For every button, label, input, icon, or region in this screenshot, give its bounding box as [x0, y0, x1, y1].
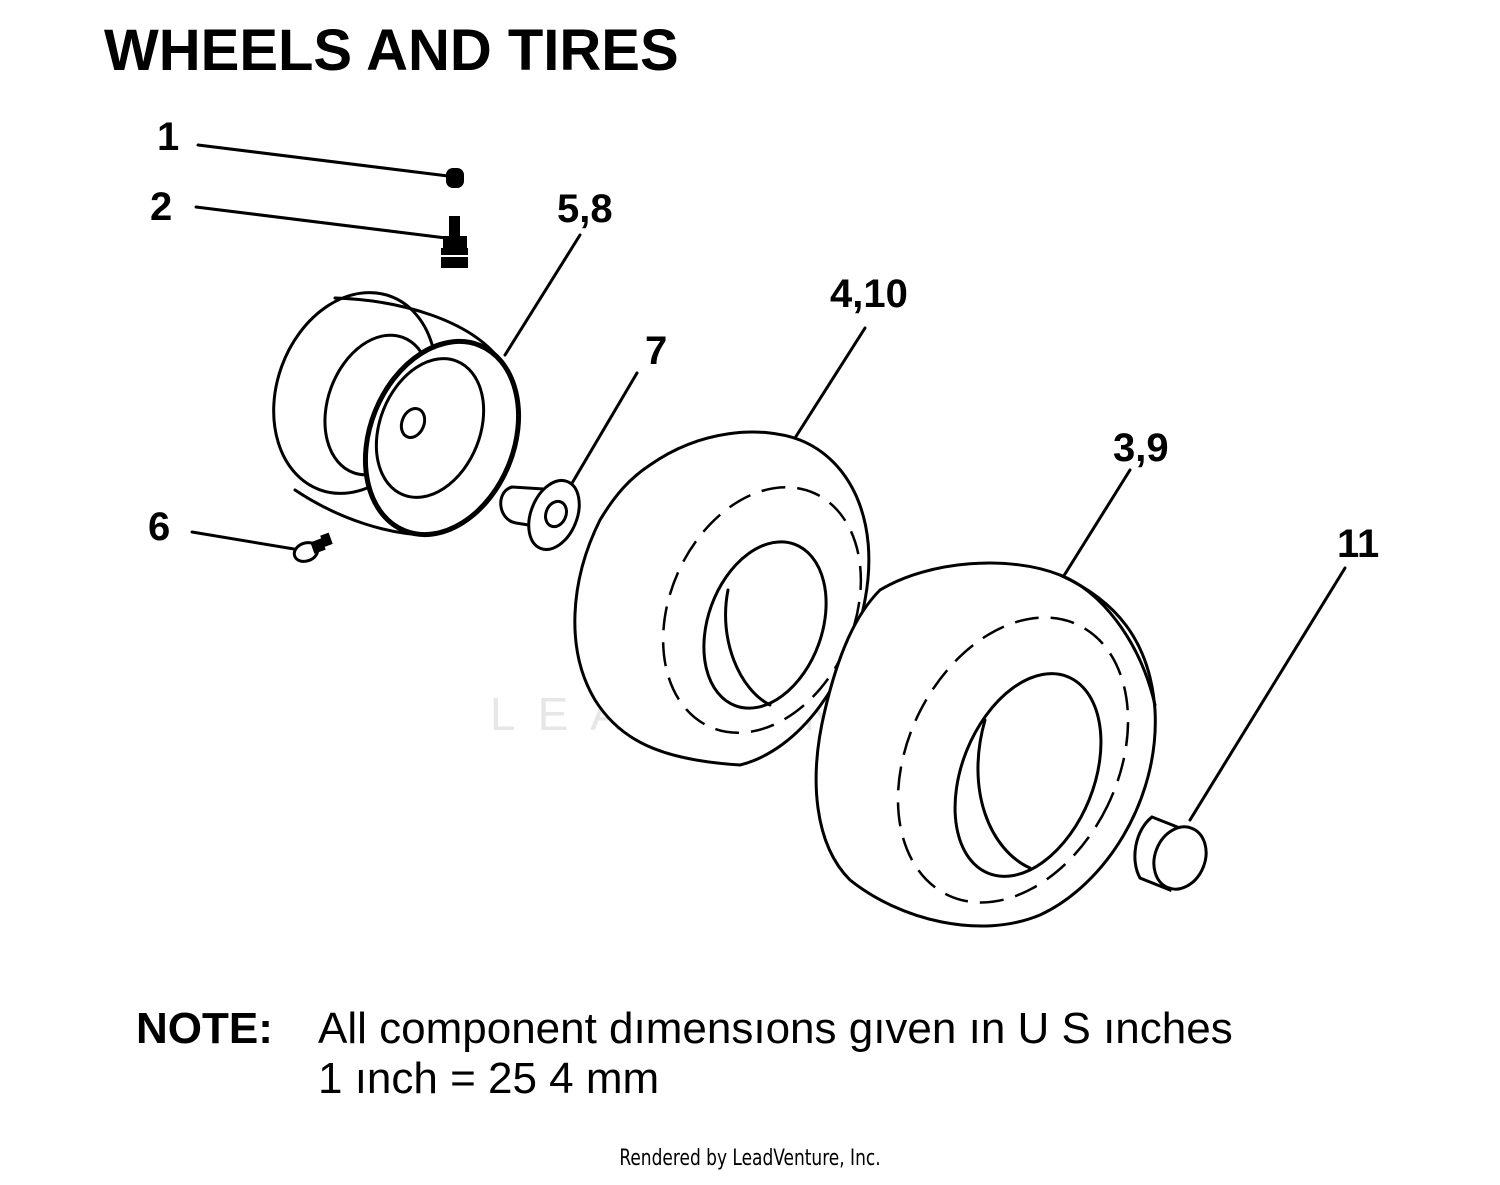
wheel-rim-part	[272, 291, 522, 538]
note-line-2: 1 ınch = 25 4 mm	[318, 1054, 660, 1103]
leader-lines	[190, 143, 1347, 822]
footer-credit: Rendered by LeadVenture, Inc.	[619, 1146, 881, 1171]
callout-11: 11	[1337, 522, 1379, 566]
callout-3-9: 3,9	[1113, 426, 1169, 470]
callout-1: 1	[157, 115, 179, 159]
callout-labels: 1 2 5,8 4,10 7 3,9 6 11	[148, 115, 1379, 566]
bushing-part	[499, 479, 581, 551]
callout-5-8: 5,8	[557, 187, 613, 231]
hub-cap-part	[1133, 815, 1208, 893]
dimension-note: NOTE: All component dımensıons gıven ın U…	[136, 1004, 1233, 1104]
tire-part	[573, 430, 871, 767]
callout-2: 2	[150, 185, 172, 229]
callout-7: 7	[645, 329, 667, 373]
page-title: WHEELS AND TIRES	[104, 18, 679, 83]
callout-6: 6	[148, 505, 170, 549]
callout-4-10: 4,10	[830, 272, 908, 316]
valve-cap-part	[446, 168, 464, 188]
note-line-1: All component dımensıons gıven ın U S ın…	[318, 1004, 1233, 1053]
tire-part-rear	[814, 561, 1157, 928]
grease-fitting-part	[292, 532, 333, 563]
note-label: NOTE:	[136, 1004, 273, 1053]
valve-stem-part	[441, 216, 468, 268]
